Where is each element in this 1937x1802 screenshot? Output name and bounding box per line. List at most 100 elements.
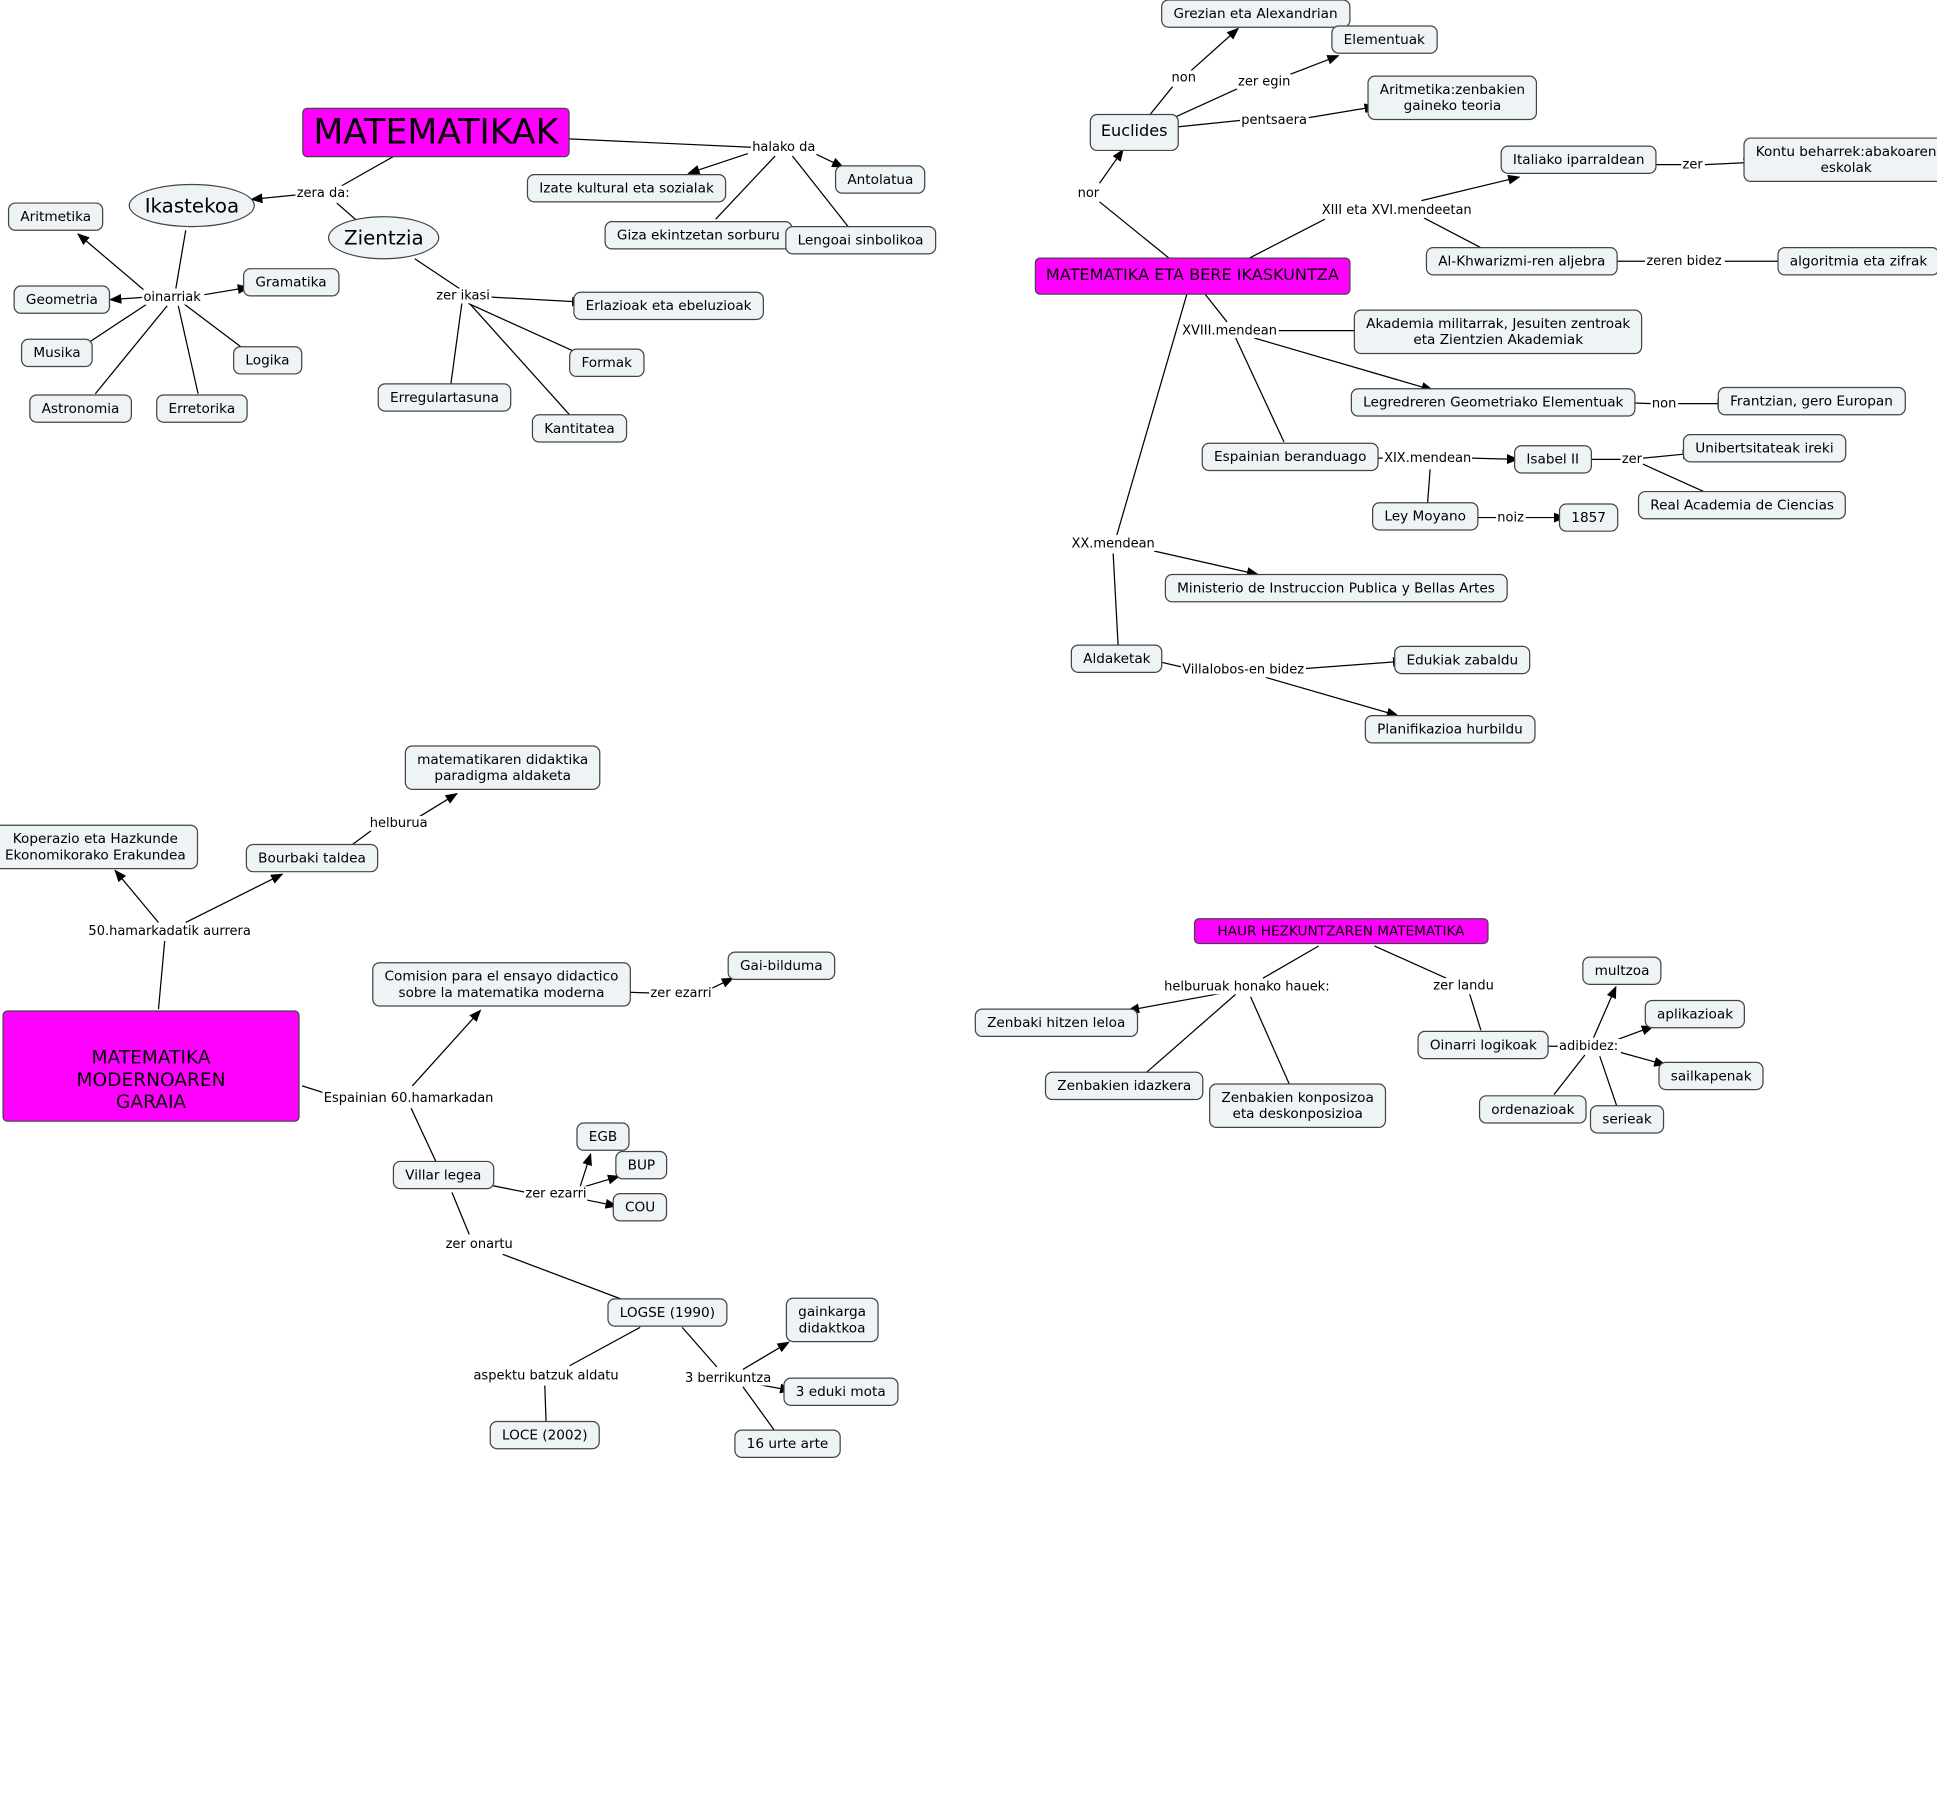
arrow-connector (687, 152, 749, 175)
italiako-node[interactable]: Italiako iparraldean (1500, 145, 1657, 174)
arrow-connector (185, 873, 284, 924)
gainkarga-node[interactable]: gainkarga didaktkoa (785, 1297, 879, 1343)
koperazio-node[interactable]: Koperazio eta Hazkunde Ekonomikorako Era… (0, 824, 199, 870)
formak-node[interactable]: Formak (569, 348, 645, 378)
line-connector (1374, 945, 1447, 979)
villar-legea-node[interactable]: Villar legea (392, 1160, 494, 1190)
erregulartasuna-node[interactable]: Erregulartasuna (377, 383, 512, 412)
planifikazioa-node[interactable]: Planifikazioa hurbildu (1364, 715, 1536, 744)
elementuak-node[interactable]: Elementuak (1331, 25, 1438, 54)
antolatua-node[interactable]: Antolatua (834, 165, 926, 194)
line-connector (341, 152, 400, 187)
link-label-zer-egin: zer egin (1236, 74, 1292, 90)
sailkapenak-node[interactable]: sailkapenak (1658, 1061, 1765, 1091)
izate-kultural-node[interactable]: Izate kultural eta sozialak (526, 173, 727, 203)
bourbaki-node[interactable]: Bourbaki taldea (245, 843, 379, 873)
line-connector (1427, 469, 1431, 503)
zenbaki-hitzen-node[interactable]: Zenbaki hitzen leloa (974, 1008, 1138, 1037)
erretorika-node[interactable]: Erretorika (156, 394, 248, 423)
bup-node[interactable]: BUP (615, 1150, 668, 1180)
ikaskuntza-root-node[interactable]: MATEMATIKA ETA BERE IKASKUNTZA (1034, 257, 1350, 295)
link-label-zer-italiako: zer (1681, 157, 1704, 173)
unibertsitateak-node[interactable]: Unibertsitateak ireki (1682, 433, 1846, 463)
line-connector (681, 1326, 718, 1368)
logse-node[interactable]: LOGSE (1990) (607, 1298, 728, 1327)
algoritmia-node[interactable]: algoritmia eta zifrak (1777, 247, 1937, 276)
oinarri-logikoak-node[interactable]: Oinarri logikoak (1417, 1030, 1550, 1060)
giza-ekintzetan-node[interactable]: Giza ekintzetan sorburu (604, 221, 793, 250)
line-connector (1250, 996, 1290, 1084)
arrow-connector (585, 1198, 618, 1209)
line-connector (175, 230, 187, 289)
line-connector (544, 1385, 547, 1422)
link-label-zer-onartu: zer onartu (444, 1236, 514, 1252)
aritmetika-node[interactable]: Aritmetika (7, 202, 104, 231)
matematikak-root-node[interactable]: MATEMATIKAK (302, 107, 570, 158)
arrow-connector (1308, 103, 1377, 119)
arrow-connector (1289, 55, 1340, 75)
link-label-zer-isabel: zer (1620, 451, 1644, 467)
frantzian-node[interactable]: Frantzian, gero Europan (1717, 386, 1906, 416)
isabel-ii-node[interactable]: Isabel II (1513, 445, 1592, 474)
astronomia-node[interactable]: Astronomia (29, 394, 132, 423)
line-connector (1245, 218, 1326, 261)
link-label-zera-da: zera da: (295, 185, 351, 201)
gai-bilduma-node[interactable]: Gai-bilduma (727, 951, 836, 981)
ordenazioak-node[interactable]: ordenazioak (1478, 1095, 1587, 1124)
arrow-connector (581, 1174, 621, 1189)
lengoai-sinbolikoa-node[interactable]: Lengoai sinbolikoa (785, 225, 936, 255)
arrow-connector (250, 193, 303, 204)
link-label-zer-ikasi: zer ikasi (435, 288, 492, 304)
real-academia-node[interactable]: Real Academia de Ciencias (1637, 490, 1847, 520)
line-connector (715, 155, 776, 220)
kantitatea-node[interactable]: Kantitatea (531, 414, 628, 443)
link-label-non-legendre: non (1650, 396, 1678, 412)
legendre-node[interactable]: Legredreren Geometriako Elementuak (1350, 388, 1636, 417)
loce-node[interactable]: LOCE (2002) (489, 1420, 600, 1450)
eduki-mota-node[interactable]: 3 eduki mota (783, 1377, 899, 1406)
didaktika-node[interactable]: matematikaren didaktika paradigma aldake… (404, 745, 601, 790)
grezian-node[interactable]: Grezian eta Alexandrian (1161, 0, 1351, 28)
arrow-connector (418, 793, 458, 818)
geometria-node[interactable]: Geometria (13, 285, 111, 314)
cou-node[interactable]: COU (612, 1193, 668, 1222)
arrow-connector (814, 152, 845, 168)
gramatika-node[interactable]: Gramatika (242, 268, 339, 297)
aldaketak-node[interactable]: Aldaketak (1070, 644, 1163, 673)
musika-node[interactable]: Musika (20, 338, 93, 368)
year-1857-node[interactable]: 1857 (1558, 503, 1619, 532)
link-label-zer-ezarri: zer ezarri (649, 985, 713, 1001)
euclides-node[interactable]: Euclides (1089, 113, 1179, 152)
logika-node[interactable]: Logika (233, 346, 302, 375)
haur-root-node[interactable]: HAUR HEZKUNTZAREN MATEMATIKA (1193, 918, 1489, 945)
zenbakien-idazkera-node[interactable]: Zenbakien idazkera (1044, 1071, 1204, 1101)
arrow-connector (1421, 174, 1521, 202)
serieak-node[interactable]: serieak (1589, 1105, 1665, 1134)
arrow-connector (204, 284, 251, 296)
arrow-connector (108, 293, 147, 304)
ministerio-node[interactable]: Ministerio de Instruccion Publica y Bell… (1164, 573, 1508, 603)
erlazioak-node[interactable]: Erlazioak eta ebeluzioak (573, 291, 764, 321)
edukiak-zabaldu-node[interactable]: Edukiak zabaldu (1394, 645, 1531, 675)
kontu-beharrek-node[interactable]: Kontu beharrek:abakoaren eskolak (1743, 137, 1937, 183)
ley-moyano-node[interactable]: Ley Moyano (1371, 502, 1479, 531)
ikastekoa-node[interactable]: Ikastekoa (128, 183, 256, 228)
aplikazioak-node[interactable]: aplikazioak (1644, 999, 1746, 1029)
modernoa-root-node[interactable]: MATEMATIKA MODERNOAREN GARAIA (2, 1010, 300, 1122)
konposizoa-node[interactable]: Zenbakien konposizoa eta deskonposizioa (1209, 1083, 1387, 1129)
multzoa-node[interactable]: multzoa (1582, 956, 1662, 985)
line-connector (1203, 291, 1228, 323)
egb-node[interactable]: EGB (576, 1122, 630, 1151)
connection-lines (77, 27, 1791, 1432)
line-connector (1599, 1055, 1618, 1108)
espainian-beranduago-node[interactable]: Espainian beranduago (1201, 442, 1379, 472)
zientzia-node[interactable]: Zientzia (327, 216, 440, 260)
alkhwarizmi-node[interactable]: Al-Khwarizmi-ren aljebra (1425, 247, 1618, 276)
comision-node[interactable]: Comision para el ensayo didactico sobre … (372, 962, 631, 1007)
urte-16-node[interactable]: 16 urte arte (734, 1429, 841, 1458)
aritmetika-teoria-node[interactable]: Aritmetika:zenbakien gaineko teoria (1367, 75, 1538, 121)
akademia-node[interactable]: Akademia militarrak, Jesuiten zentroak e… (1353, 309, 1643, 355)
line-connector (563, 138, 755, 148)
line-connector (1099, 201, 1172, 261)
line-connector (336, 202, 358, 221)
